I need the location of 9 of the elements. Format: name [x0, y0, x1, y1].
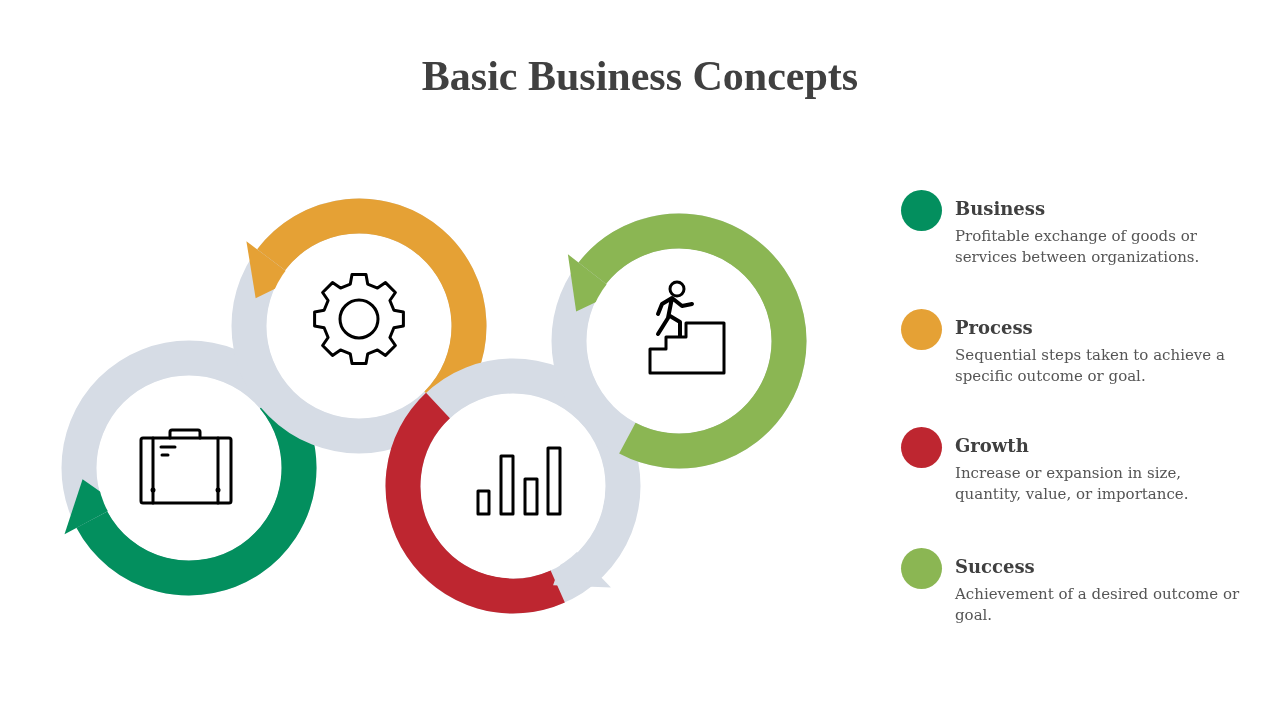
legend-heading: Success	[955, 556, 1035, 577]
description-text: Sequential steps taken to achieve a specific outcome or goal.	[955, 345, 1226, 387]
description-text: Achievement of a desired outcome or goal.	[955, 584, 1241, 626]
description-text: Profitable exchange of goods or services between organizations.	[955, 226, 1201, 268]
legend-heading: Growth	[955, 435, 1029, 456]
legend-heading: Process	[955, 317, 1033, 338]
title: Basic Business Concepts	[420, 52, 860, 100]
legend-heading: Business	[955, 198, 1046, 219]
description-text: Increase or expansion in size, quantity, value, or importance.	[955, 463, 1190, 505]
